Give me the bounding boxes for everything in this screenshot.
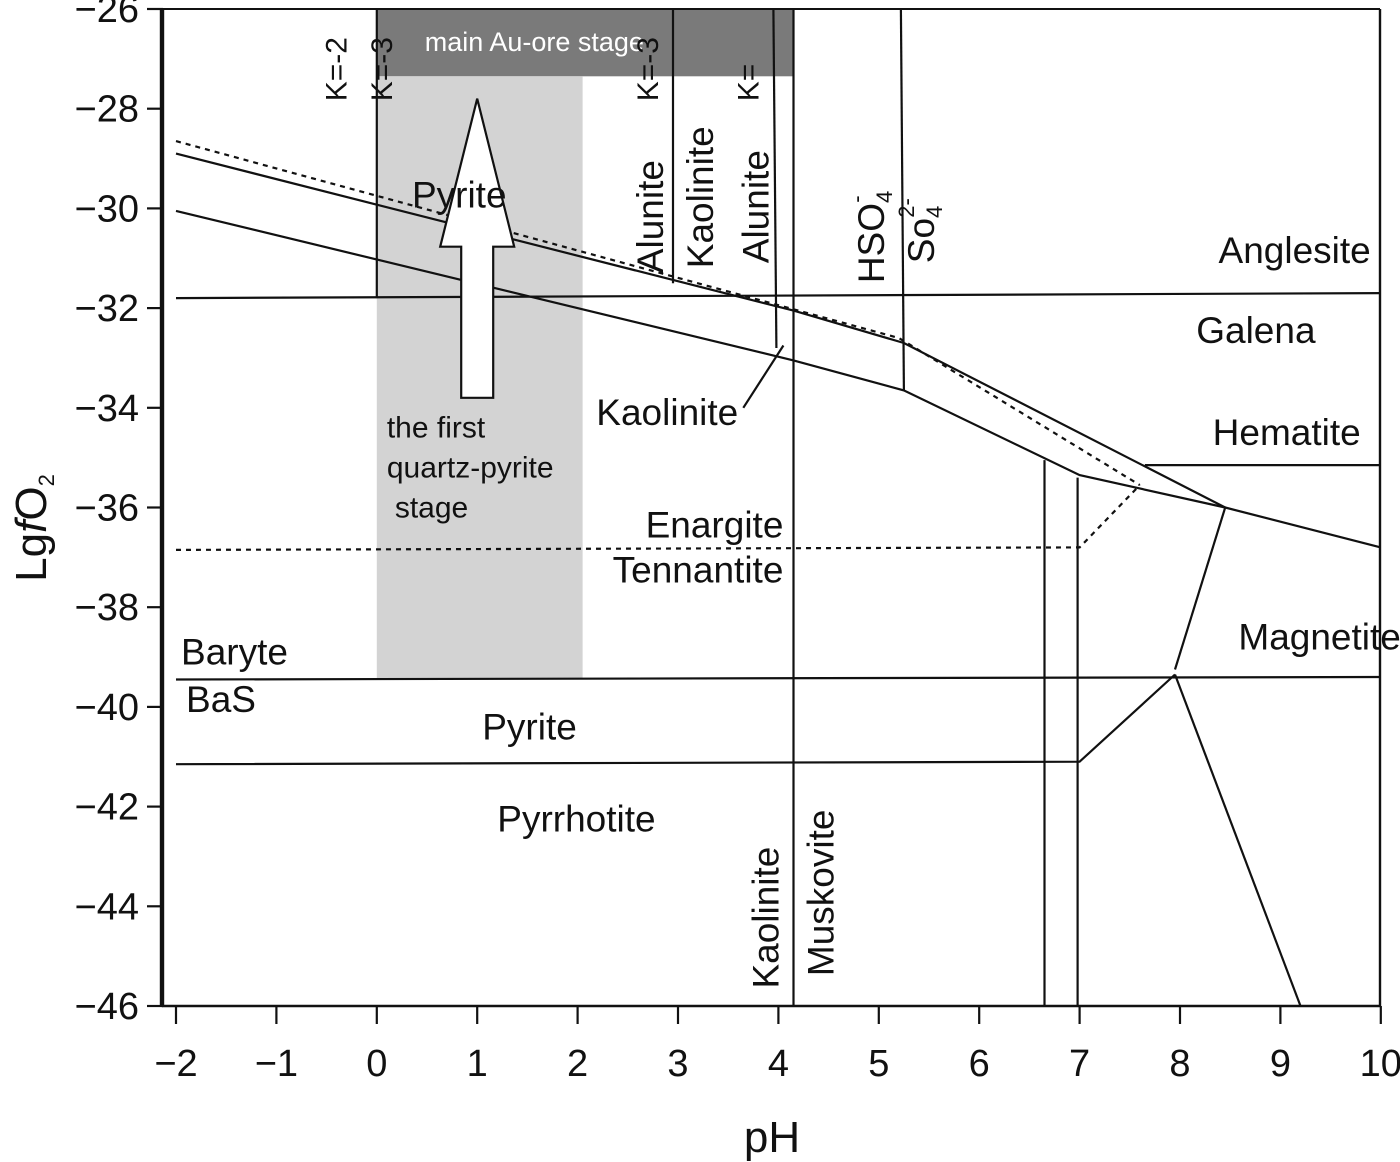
boundary-pyrite-pyrrhotite: [175, 673, 1176, 766]
boundary-baryte-bas: [175, 675, 1381, 681]
y-tick-label: −28: [75, 89, 139, 131]
x-tick-label: −1: [255, 1043, 298, 1085]
region-label-alunite: Alunite: [735, 150, 776, 263]
y-axis-title: LgfO2: [7, 474, 59, 582]
region-label-k-2: K=-2: [321, 37, 354, 101]
region-label-pyrite: Pyrite: [482, 706, 577, 747]
region-label-enargite: Enargite: [646, 504, 784, 545]
x-tick-label: −2: [154, 1043, 197, 1085]
region-label-alunite: Alunite: [630, 160, 671, 273]
region-label-kaolinite: Kaolinite: [596, 392, 738, 433]
stage-box-0: [376, 9, 794, 77]
region-label-bas: BaS: [186, 679, 256, 720]
arrow-layer: [438, 98, 516, 399]
y-tick-label: −42: [75, 787, 139, 829]
boundary-anglesite-galena: [175, 292, 1381, 300]
region-label-hematite: Hematite: [1213, 412, 1361, 453]
region-label-kaolinite: Kaolinite: [680, 126, 721, 268]
x-tick-label: 2: [567, 1043, 588, 1085]
stage-box-label: main Au-ore stage: [425, 27, 644, 57]
region-label-magnetite: Magnetite: [1238, 617, 1400, 658]
y-tick-label: −44: [75, 886, 139, 928]
y-tick-label: −30: [75, 188, 139, 230]
boundary-kaolinite-leader: [742, 344, 785, 409]
y-tick-label: −34: [75, 388, 139, 430]
region-label-k-: K=: [732, 64, 765, 102]
boundary-enargite-tennantite: [175, 484, 1141, 552]
ion-label-1: So42-: [894, 198, 947, 263]
y-tick-label: −46: [75, 986, 139, 1028]
boundary-hso4-so4: [899, 8, 905, 391]
boundary-magnetite-boundary-upper: [1173, 507, 1227, 670]
stage-note-line: quartz-pyrite: [387, 452, 554, 485]
region-label-galena: Galena: [1196, 310, 1316, 351]
x-tick-label: 8: [1169, 1043, 1190, 1085]
region-label-k-3: K=-3: [366, 37, 399, 101]
region-label-pyrite: Pyrite: [412, 174, 507, 215]
labels-layer: main Au-ore stagePyriteAnglesiteGalenaKa…: [181, 27, 1400, 989]
region-label-baryte: Baryte: [181, 632, 288, 673]
region-label-kaolinite: Kaolinite: [745, 847, 786, 989]
region-label-muskovite: Muskovite: [801, 810, 842, 977]
boundary-kaolinite-alunite-right: [772, 8, 778, 349]
x-tick-label: 7: [1069, 1043, 1090, 1085]
up-arrow: [438, 98, 516, 399]
boundary-magnetite-boundary-lower: [1173, 674, 1302, 1007]
ticks-layer: −2 −1 0 1 2 3 4 5 6 7 8 9 10 −26 −28 −30 −32 −34 −36 −38 −40…: [75, 0, 1400, 1085]
x-tick-label: 0: [366, 1043, 387, 1085]
x-tick-label: 6: [969, 1043, 990, 1085]
region-label-anglesite: Anglesite: [1219, 230, 1371, 271]
x-tick-label: 5: [868, 1043, 889, 1085]
x-tick-label: 10: [1360, 1043, 1400, 1085]
x-tick-label: 9: [1270, 1043, 1291, 1085]
ion-label-0: HSO4-: [844, 191, 897, 283]
y-tick-label: −26: [75, 0, 139, 31]
stage-note-line: stage: [395, 492, 468, 525]
y-tick-label: −32: [75, 288, 139, 330]
region-label-k-3: K=-3: [632, 37, 665, 101]
y-tick-label: −38: [75, 587, 139, 629]
x-tick-label: 4: [768, 1043, 789, 1085]
y-tick-label: −40: [75, 687, 139, 729]
x-tick-label: 1: [467, 1043, 488, 1085]
region-label-tennantite: Tennantite: [613, 549, 784, 590]
x-tick-label: 3: [667, 1043, 688, 1085]
region-label-pyrrhotite: Pyrrhotite: [497, 799, 655, 840]
boundary-lines-layer: [159, 8, 1382, 1007]
stage-note-line: the first: [387, 412, 486, 445]
boundary-pyrite-lower: [175, 209, 1382, 549]
y-tick-label: −36: [75, 488, 139, 530]
x-axis-title: pH: [744, 1113, 800, 1162]
